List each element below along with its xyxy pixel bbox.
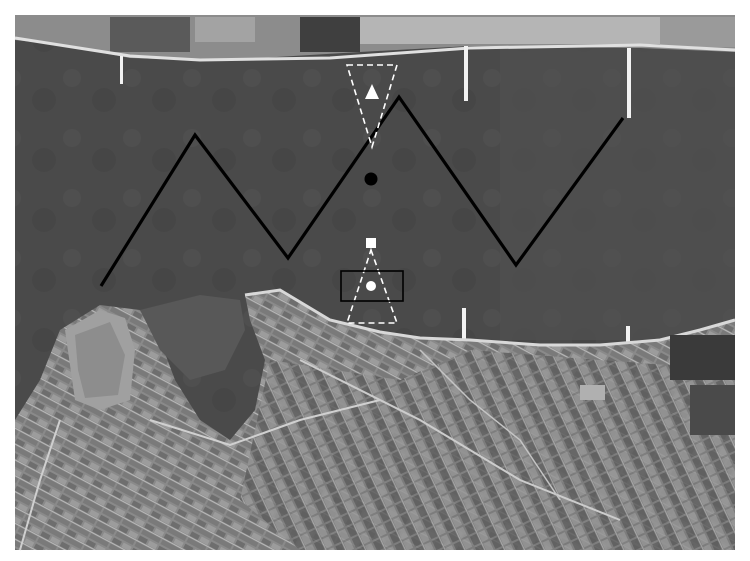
target-box bbox=[340, 270, 404, 302]
center-dot-marker bbox=[364, 172, 378, 186]
lower-dashed-cone bbox=[345, 247, 399, 324]
circle-marker bbox=[366, 281, 376, 291]
upper-triangle-marker bbox=[365, 84, 379, 99]
northern-riverbank bbox=[14, 15, 736, 62]
zigzag-route-line bbox=[99, 94, 625, 287]
upper-dashed-cone bbox=[345, 64, 399, 150]
river-water-lighter-band bbox=[500, 40, 735, 340]
southern-farmland bbox=[15, 288, 736, 551]
peninsula bbox=[65, 295, 245, 410]
square-marker bbox=[366, 238, 376, 248]
